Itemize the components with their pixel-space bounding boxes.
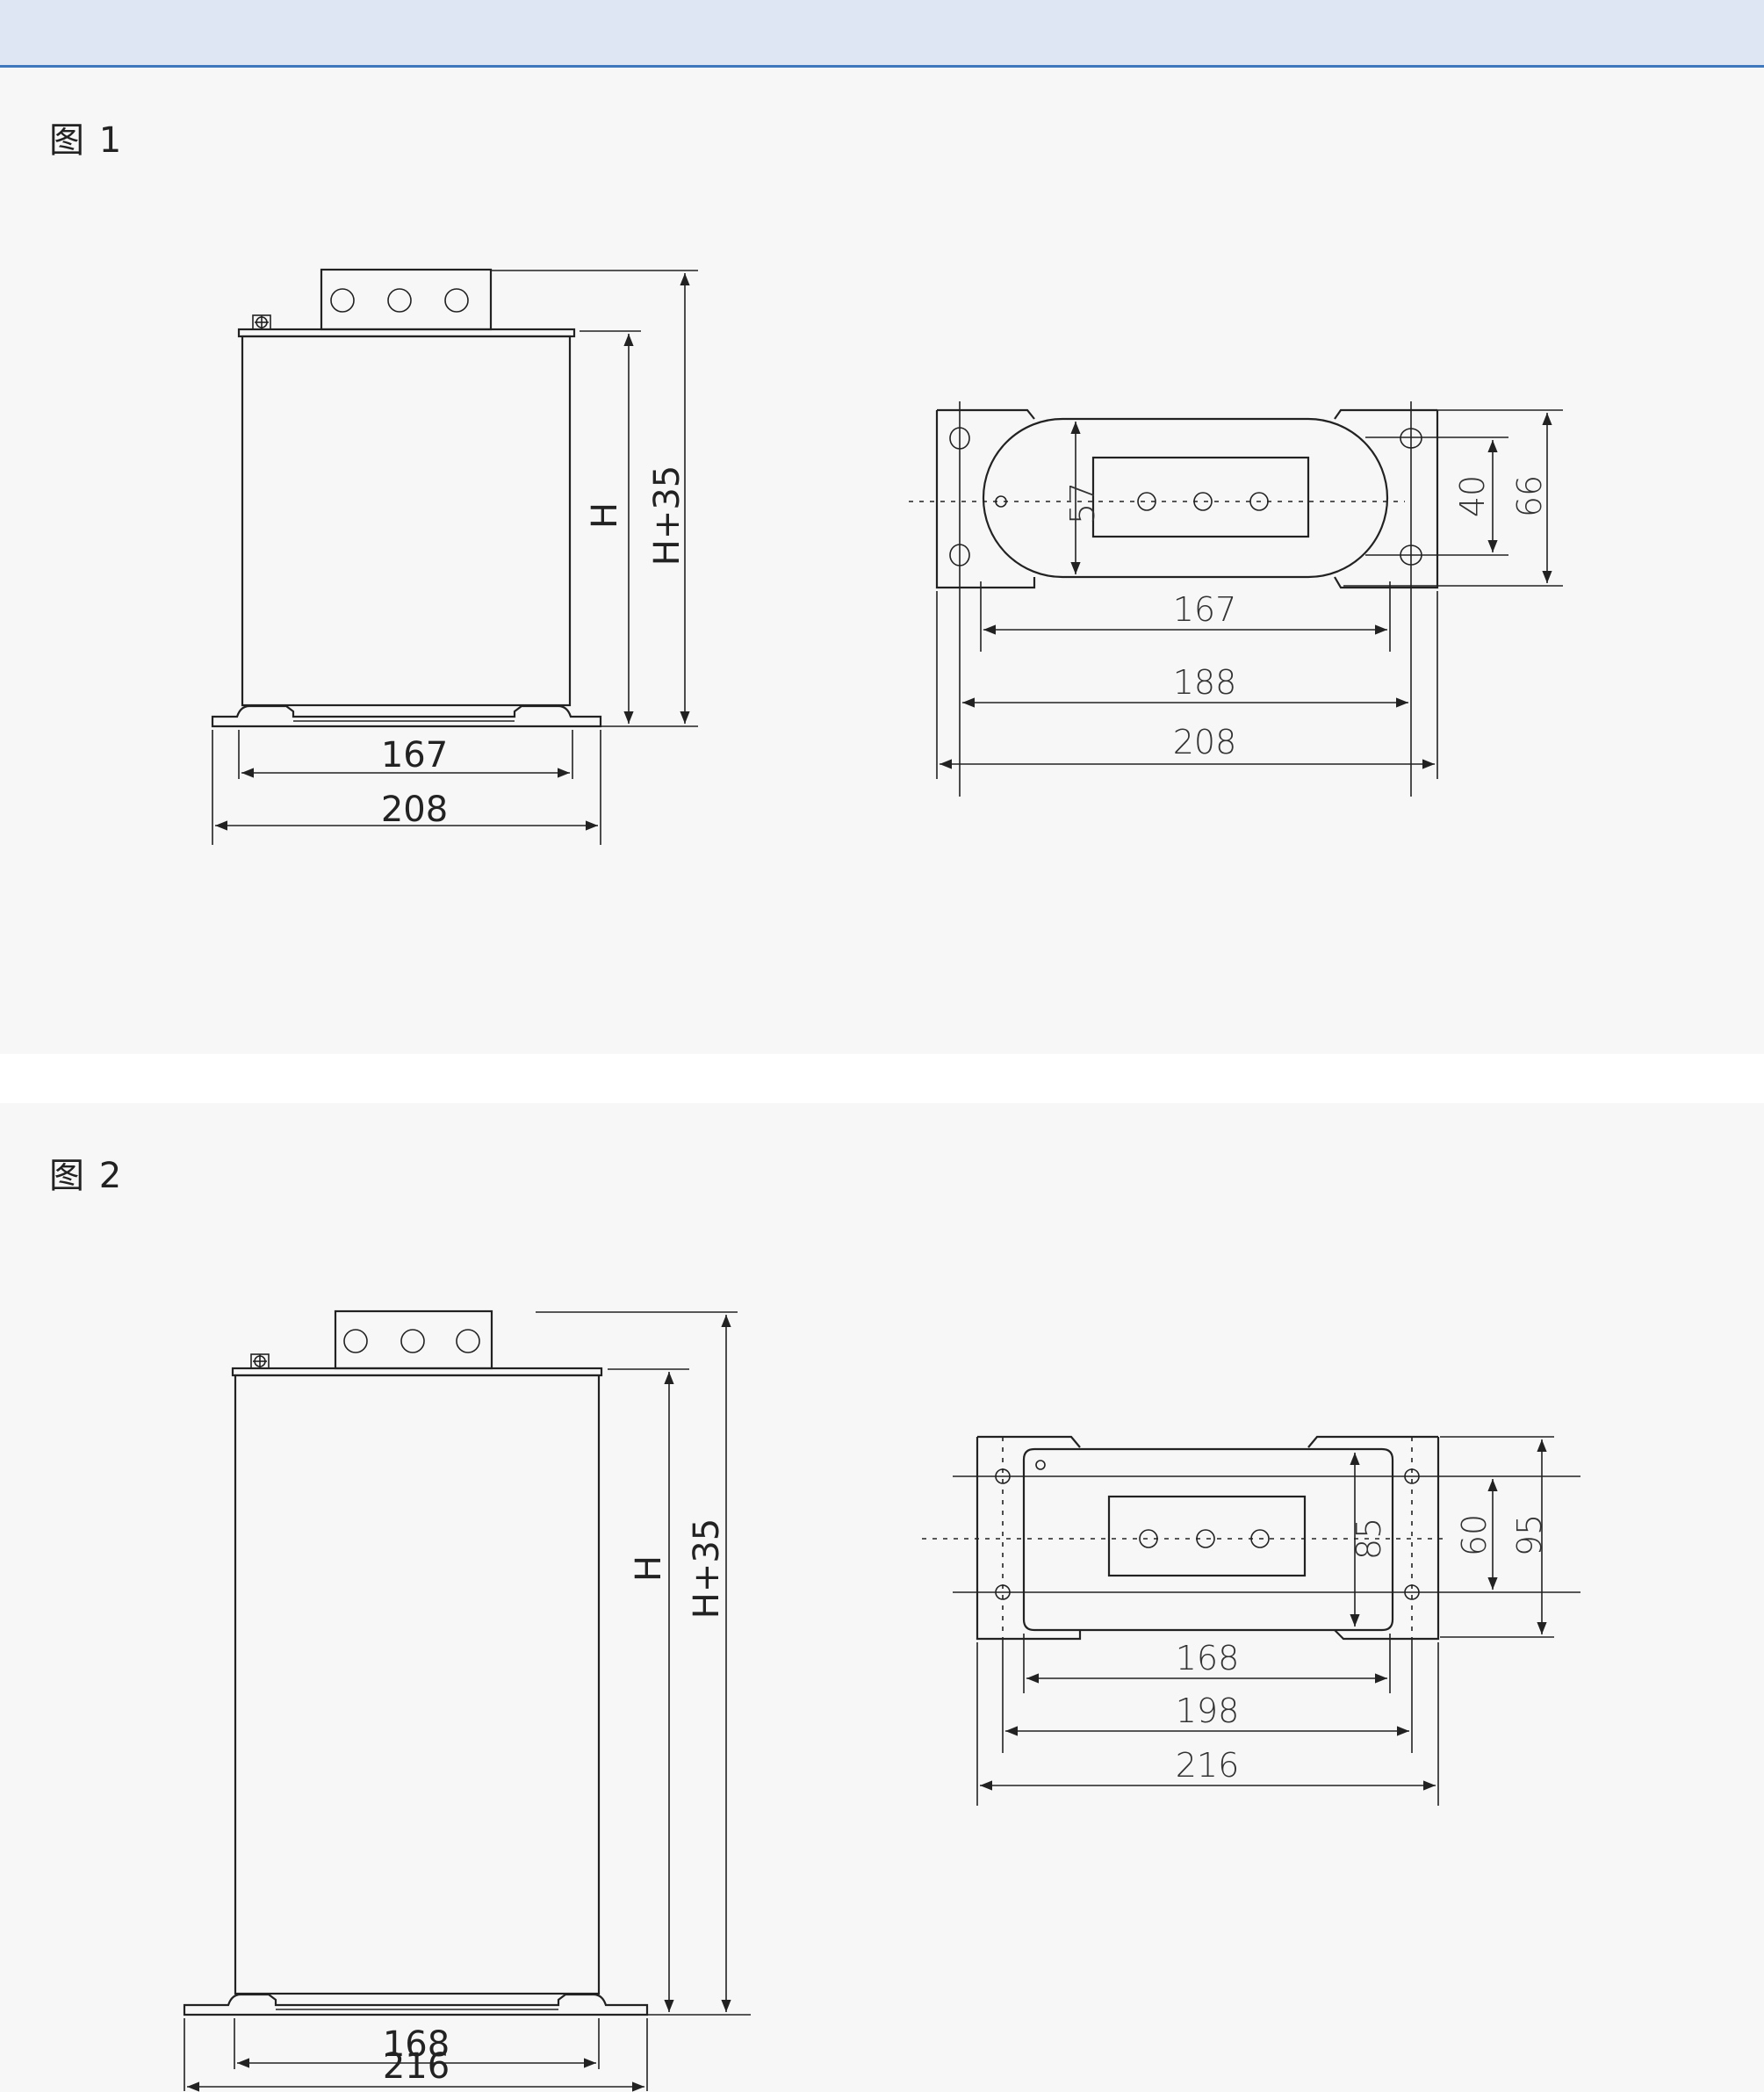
- fig1-dim-208: 208: [381, 790, 448, 830]
- fig1-dim-h35: H+35: [647, 465, 688, 566]
- figure-2-label: 图 2: [49, 1156, 124, 1196]
- fig2-left-bracket: [976, 1437, 1082, 1641]
- fig2-dim-216-top: 216: [1176, 1746, 1240, 1785]
- terminal-hole-icon: [444, 288, 469, 313]
- terminal-hole-icon: [1139, 1529, 1158, 1548]
- terminal-hole-icon: [1196, 1529, 1215, 1548]
- fig1-dim-188: 188: [1173, 663, 1237, 702]
- figure-1-panel: 图 1 H: [0, 68, 1764, 1054]
- ground-terminal-icon: [252, 314, 271, 330]
- fig1-lid: [237, 328, 576, 338]
- fig1-dim-57: 57: [1063, 482, 1102, 524]
- fig1-top-view: 57 40 66 167 188 208: [909, 401, 1563, 797]
- fig2-dim-h: H: [629, 1555, 669, 1582]
- figure-2-drawing: H H+35 168 216: [183, 1309, 1580, 2092]
- terminal-hole-icon: [330, 288, 355, 313]
- fig2-body-top: [1022, 1447, 1394, 1632]
- fig2-dim-85: 85: [1350, 1518, 1388, 1560]
- fig2-terminal-plate: [1107, 1495, 1307, 1577]
- fig1-base: [211, 704, 602, 728]
- fig1-dim-66: 66: [1510, 475, 1549, 517]
- terminal-hole-icon: [387, 288, 412, 313]
- fig1-terminal-block: [320, 268, 493, 331]
- ground-terminal-icon: [250, 1353, 270, 1369]
- fig1-right-bracket: [1334, 410, 1439, 589]
- terminal-hole-icon: [1250, 1529, 1270, 1548]
- fig1-body: [241, 335, 572, 707]
- terminal-hole-icon: [1137, 492, 1156, 511]
- fig1-oval-body: [982, 417, 1389, 579]
- fig1-dim-h: H: [585, 502, 625, 529]
- fig2-dim-216: 216: [383, 2046, 450, 2087]
- fig2-dim-95: 95: [1510, 1514, 1549, 1556]
- fig1-dim-167-top: 167: [1173, 590, 1237, 629]
- figure-2-panel: 图 2 H: [0, 1103, 1764, 2092]
- fig2-dim-60: 60: [1455, 1514, 1494, 1556]
- fig1-dim-208-top: 208: [1173, 723, 1237, 761]
- figure-1-drawing: H H+35 167 208: [211, 268, 1563, 845]
- fig2-dim-168-top: 168: [1176, 1639, 1240, 1677]
- terminal-hole-icon: [400, 1329, 425, 1353]
- terminal-hole-icon: [456, 1329, 480, 1353]
- figure-1-label: 图 1: [49, 120, 124, 161]
- header-bar: [0, 0, 1764, 68]
- fig2-terminal-block: [334, 1309, 493, 1370]
- terminal-hole-icon: [1249, 492, 1269, 511]
- fig2-top-view: 85 60 95 168 198 216: [922, 1435, 1580, 1806]
- terminal-hole-icon: [1193, 492, 1213, 511]
- fig1-terminal-plate: [1091, 456, 1310, 538]
- fig1-left-bracket: [935, 410, 1036, 589]
- fig2-dim-h35: H+35: [687, 1519, 727, 1619]
- fig2-body: [234, 1374, 601, 1995]
- fig2-right-bracket: [1334, 1437, 1440, 1641]
- fig1-side-view: H H+35 167 208: [211, 268, 698, 845]
- fig2-dim-168: 168: [383, 2024, 450, 2065]
- fig1-dim-40: 40: [1453, 475, 1492, 517]
- fig2-dim-198: 198: [1176, 1692, 1240, 1730]
- fig2-base: [183, 1993, 649, 2016]
- fig1-dim-167: 167: [381, 735, 448, 775]
- fig2-side-view: H H+35 168 216: [183, 1309, 751, 2092]
- terminal-hole-icon: [343, 1329, 368, 1353]
- fig2-lid: [231, 1367, 603, 1377]
